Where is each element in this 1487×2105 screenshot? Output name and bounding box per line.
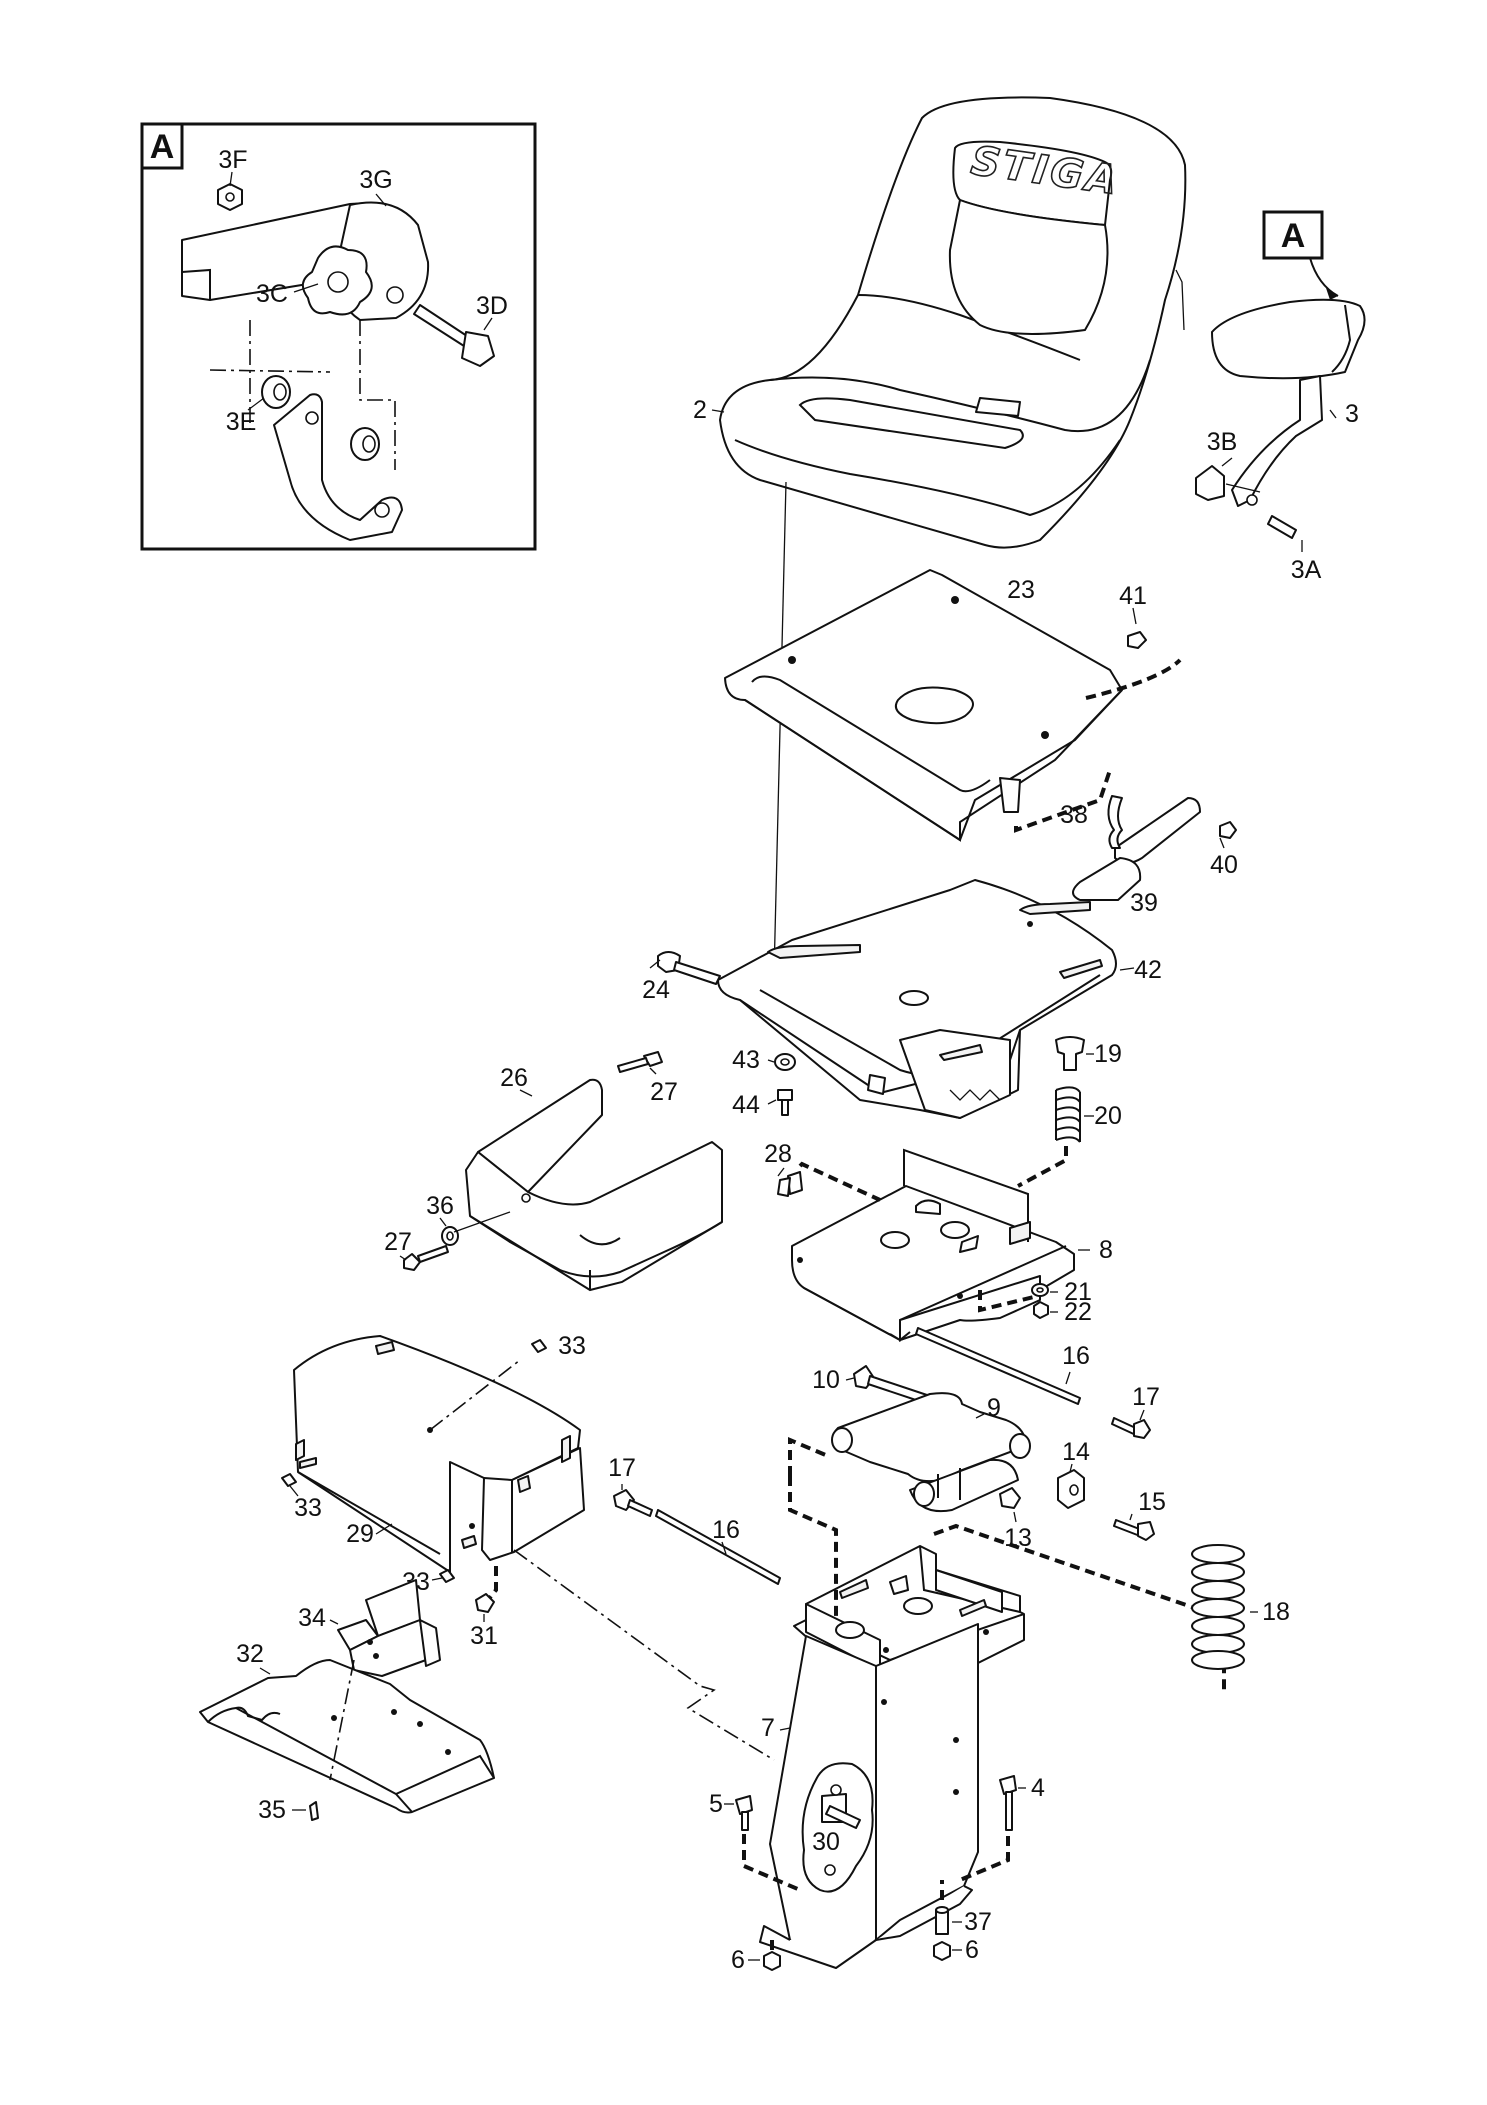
callout-43: 43 [732, 1046, 760, 1074]
callout-29: 29 [346, 1520, 374, 1548]
callout-27-bottom: 27 [384, 1228, 412, 1256]
plate-32: 32 35 [199, 1640, 495, 1824]
callout-24: 24 [642, 976, 670, 1004]
slide-bracket-8: 28 8 21 22 [764, 1140, 1113, 1343]
callout-39: 39 [1130, 889, 1158, 917]
inset-frame-label: A [150, 128, 175, 166]
callout-16-upper: 16 [1062, 1342, 1090, 1370]
seat-slide-top [724, 569, 1182, 842]
rod-16-lower: 17 16 [608, 1454, 781, 1585]
callout-9: 9 [987, 1394, 1001, 1422]
callout-3: 3 [1345, 400, 1359, 428]
detail-a-inset: A 3F 3G 3C 3D [140, 122, 537, 551]
callout-5: 5 [709, 1790, 723, 1818]
callout-28: 28 [764, 1140, 792, 1168]
bottom-hardware: 5 4 6 37 6 [709, 1774, 1045, 1974]
seat-frame-label: A [1281, 217, 1306, 255]
callout-42: 42 [1134, 956, 1162, 984]
callout-3B: 3B [1207, 428, 1238, 456]
callout-3C: 3C [256, 280, 288, 308]
callout-10: 10 [812, 1366, 840, 1394]
callout-3D: 3D [476, 292, 508, 320]
callout-3G: 3G [359, 166, 392, 194]
armrest: A 3 3B 3A [1195, 210, 1366, 584]
callout-40: 40 [1210, 851, 1238, 879]
callout-6-left: 6 [731, 1946, 745, 1974]
column-7: 7 30 [759, 1436, 1226, 1969]
bracket-34: 34 [298, 1579, 441, 1677]
callout-32: 32 [236, 1640, 264, 1668]
callout-23: 23 [1007, 576, 1035, 604]
callout-33-top: 33 [558, 1332, 586, 1360]
callout-22: 22 [1064, 1298, 1092, 1326]
callout-41: 41 [1119, 582, 1147, 610]
callout-15: 15 [1138, 1488, 1166, 1516]
callout-3A: 3A [1291, 556, 1322, 584]
callout-26: 26 [500, 1064, 528, 1092]
callout-36: 36 [426, 1192, 454, 1220]
cover-29-hardware: 33 33 29 33 31 [281, 1332, 775, 1761]
callout-35: 35 [258, 1796, 286, 1824]
callout-17-lower: 17 [608, 1454, 636, 1482]
linkage-9: 10 9 13 14 15 [812, 1365, 1166, 1552]
callout-27-top: 27 [650, 1078, 678, 1106]
callout-18: 18 [1262, 1598, 1290, 1626]
callout-8: 8 [1099, 1236, 1113, 1264]
callout-3E: 3E [226, 408, 257, 436]
cover-29 [293, 1335, 585, 1573]
callout-34: 34 [298, 1604, 326, 1632]
callout-6-right: 6 [965, 1936, 979, 1964]
callout-3F: 3F [218, 146, 247, 174]
callout-16-lower: 16 [712, 1516, 740, 1544]
seat-plate-hardware: 24 42 43 44 19 20 [642, 951, 1162, 1188]
callout-20: 20 [1094, 1102, 1122, 1130]
callout-21: 21 [1064, 1278, 1092, 1306]
callout-14: 14 [1062, 1438, 1090, 1466]
rod-16-upper: 16 17 [915, 1327, 1160, 1439]
callout-19: 19 [1094, 1040, 1122, 1068]
callout-7: 7 [761, 1714, 775, 1742]
spring-18: 18 [1191, 1544, 1290, 1670]
callout-2: 2 [693, 396, 707, 424]
lock-lever: 41 23 38 40 39 [1007, 576, 1238, 917]
callout-38: 38 [1060, 801, 1088, 829]
callout-33-mid: 33 [294, 1494, 322, 1522]
callout-30: 30 [812, 1828, 840, 1856]
cover-26 [465, 1078, 723, 1292]
cover-26-hardware: 27 26 36 27 [384, 1051, 678, 1271]
callout-4: 4 [1031, 1774, 1045, 1802]
seat: STIGA [719, 96, 1187, 549]
seat-plate [717, 879, 1117, 1119]
callout-17-upper: 17 [1132, 1383, 1160, 1411]
callout-31: 31 [470, 1622, 498, 1650]
callout-44: 44 [732, 1091, 760, 1119]
callout-37: 37 [964, 1908, 992, 1936]
